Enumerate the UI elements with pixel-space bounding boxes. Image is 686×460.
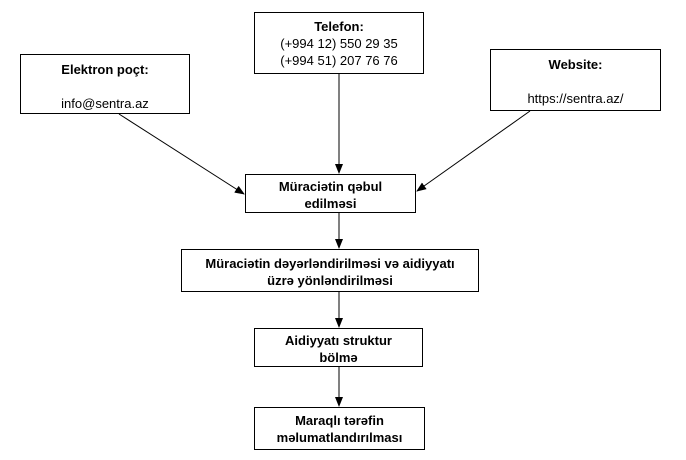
- structure-step-line-2: bölmə: [319, 350, 358, 365]
- arrow-website-to-receive: [416, 110, 531, 192]
- structure-step-box: Aidiyyatı struktur bölmə: [254, 328, 423, 367]
- email-spacer: [21, 78, 189, 95]
- evaluate-step-line-1: Müraciətin dəyərləndirilməsi və aidiyyat…: [205, 256, 455, 271]
- website-box: Website: https://sentra.az/: [490, 49, 661, 111]
- receive-step-line-2: edilməsi: [304, 196, 357, 211]
- evaluate-step-box: Müraciətin dəyərləndirilməsi və aidiyyat…: [181, 249, 479, 292]
- receive-step-box: Müraciətin qəbul edilməsi: [245, 174, 416, 213]
- arrow-email-to-receive: [118, 113, 245, 195]
- email-title: Elektron poçt:: [61, 62, 149, 77]
- email-box: Elektron poçt: info@sentra.az: [20, 54, 190, 114]
- phone-title: Telefon:: [314, 19, 364, 34]
- structure-step-line-1: Aidiyyatı struktur: [285, 333, 392, 348]
- phone-number-2: (+994 51) 207 76 76: [280, 53, 398, 68]
- evaluate-step-line-2: üzrə yönləndirilməsi: [267, 273, 393, 288]
- website-spacer: [491, 73, 660, 90]
- website-title: Website:: [548, 57, 603, 72]
- inform-step-line-1: Maraqlı tərəfin: [295, 413, 384, 428]
- inform-step-box: Maraqlı tərəfin məlumatlandırılması: [254, 407, 425, 450]
- email-value: info@sentra.az: [61, 96, 149, 111]
- website-value: https://sentra.az/: [527, 91, 624, 106]
- receive-step-line-1: Müraciətin qəbul: [278, 179, 383, 194]
- inform-step-line-2: məlumatlandırılması: [276, 430, 403, 445]
- phone-number-1: (+994 12) 550 29 35: [280, 36, 398, 51]
- phone-box: Telefon: (+994 12) 550 29 35 (+994 51) 2…: [254, 12, 424, 74]
